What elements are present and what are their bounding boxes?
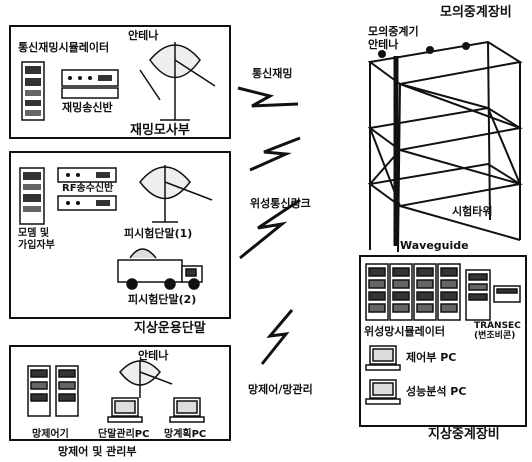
rf-trx-label: RF송수신반 <box>62 183 114 194</box>
comm-sim-label: 통신재밍시뮬레이터 <box>18 41 110 54</box>
rf-trx-unit <box>57 167 117 211</box>
lightning-net-control <box>260 309 294 365</box>
net-controller-racks <box>27 365 79 417</box>
ground-ops-label: 지상운용단말 <box>134 321 206 336</box>
perf-pc-label: 성능분석 PC <box>406 385 467 398</box>
ground-ops-box <box>9 151 231 319</box>
net-controller-label: 망제어기 <box>32 429 69 440</box>
test-terminal1-label: 피시험단말(1) <box>124 227 193 240</box>
sat-link-label: 위성통신링크 <box>250 197 311 210</box>
sim-repeater-antenna-label: 모의중계기 안테나 <box>368 25 419 51</box>
comm-sim-rack <box>21 61 45 121</box>
terminal-pc-icon <box>107 397 143 423</box>
jamming-station-label: 재밍모사부 <box>130 123 190 138</box>
antenna-bottom-label: 안테나 <box>138 349 169 362</box>
antenna-top-label: 안테나 <box>128 29 159 42</box>
lightning-sat-link-2 <box>239 198 301 260</box>
jamming-station-box <box>9 25 231 139</box>
transec-unit <box>465 269 521 321</box>
antenna-dish-top <box>139 42 216 121</box>
satellite-truck <box>117 248 203 290</box>
modem-label: 모뎀 및 가입자부 <box>18 228 55 251</box>
test-tower <box>367 40 523 253</box>
lightning-comm-jamming <box>237 86 299 108</box>
perf-pc-icon <box>365 379 401 405</box>
comm-jamming-label: 통신재밍 <box>252 67 293 80</box>
waveguide-label: Waveguide <box>400 239 469 252</box>
lightning-sat-link-1 <box>249 136 301 172</box>
net-plan-pc-label: 망계획PC <box>164 429 207 440</box>
test-tower-label: 시험타워 <box>452 205 493 218</box>
jam-tx-panel <box>61 69 119 99</box>
sim-relay-equip-label: 모의중계장비 <box>440 5 512 20</box>
net-mgmt-box <box>9 345 231 441</box>
test-terminal2-label: 피시험단말(2) <box>128 293 197 306</box>
tower-antennas <box>378 42 470 58</box>
jam-tx-label: 재밍송신반 <box>62 101 113 114</box>
net-mgmt-unit-label: 망제어 및 관리부 <box>58 445 137 458</box>
antenna-dish-bottom <box>119 360 173 398</box>
control-pc-icon <box>365 345 401 371</box>
net-plan-pc-icon <box>169 397 205 423</box>
antenna-dish-terminal1 <box>139 165 213 223</box>
transec-label: TRANSEC (변조비콘) <box>474 321 521 341</box>
modem-rack <box>19 167 45 225</box>
control-pc-label: 제어부 PC <box>406 351 457 364</box>
terminal-pc-label: 단말관리PC <box>98 429 150 440</box>
ground-relay-box <box>359 255 527 427</box>
sat-net-sim-racks <box>365 263 461 321</box>
ground-relay-equip-label: 지상중계장비 <box>428 427 500 442</box>
sat-net-sim-label: 위성망시뮬레이터 <box>364 325 445 338</box>
net-control-link-label: 망제어/망관리 <box>248 383 313 396</box>
